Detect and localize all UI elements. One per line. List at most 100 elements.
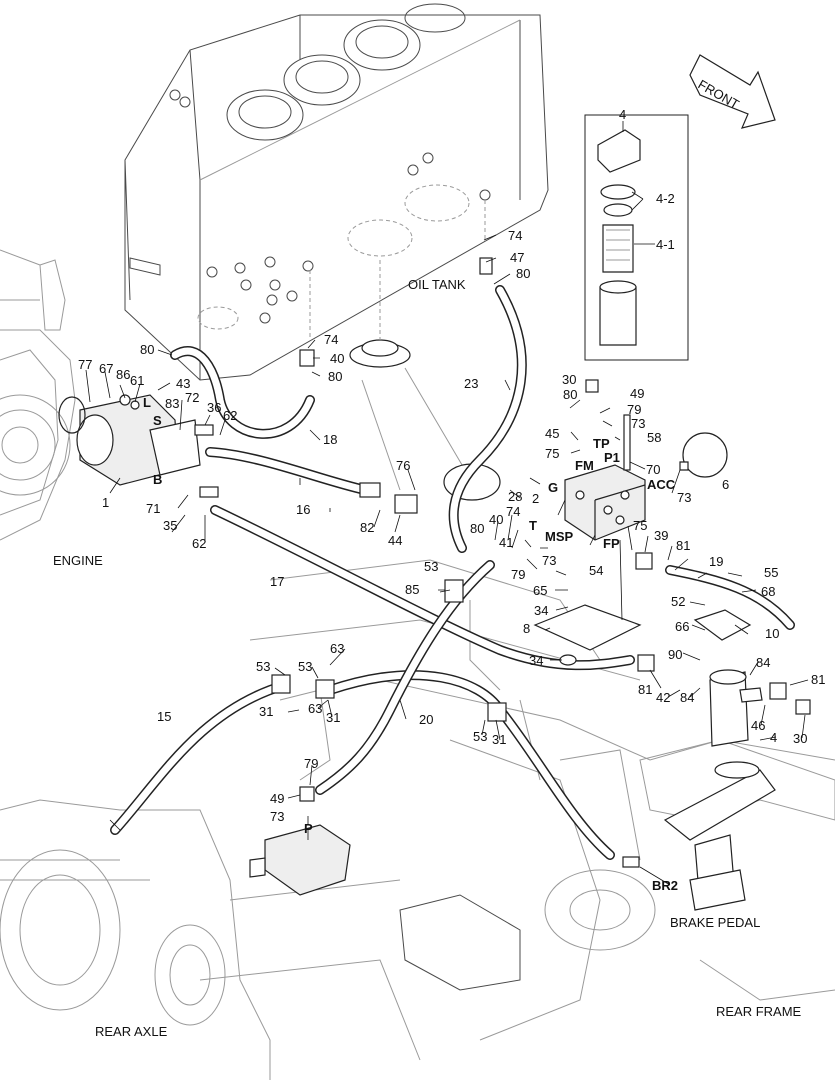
callout: 55 xyxy=(764,565,778,580)
callout: 80 xyxy=(470,521,484,536)
callout: 49 xyxy=(630,386,644,401)
caption-engine: ENGINE xyxy=(53,553,103,568)
callout: 65 xyxy=(533,583,547,598)
callout: 90 xyxy=(668,647,682,662)
callout: 42 xyxy=(656,690,670,705)
callout: 80 xyxy=(563,387,577,402)
callout: 30 xyxy=(562,372,576,387)
callout: 79 xyxy=(304,756,318,771)
callout: 45 xyxy=(545,426,559,441)
callout: 62 xyxy=(192,536,206,551)
callout: 10 xyxy=(765,626,779,641)
callout: 73 xyxy=(542,553,556,568)
bracket-plate xyxy=(533,604,752,666)
callout: 61 xyxy=(130,373,144,388)
callout: 4-1 xyxy=(656,237,675,252)
callout: 4 xyxy=(619,107,626,122)
callout: 84 xyxy=(756,655,770,670)
callout: 46 xyxy=(751,718,765,733)
callout: 74 xyxy=(324,332,338,347)
port-label-G: G xyxy=(548,480,558,495)
hoses xyxy=(110,285,795,860)
callout: 81 xyxy=(811,672,825,687)
callout: 81 xyxy=(638,682,652,697)
accumulator xyxy=(679,432,728,478)
callout: 75 xyxy=(633,518,647,533)
caption-oil-tank: OIL TANK xyxy=(408,277,466,292)
callout: 80 xyxy=(516,266,530,281)
caption-rear-axle: REAR AXLE xyxy=(95,1024,168,1039)
brake-valve xyxy=(249,824,351,896)
caption-rear-frame: REAR FRAME xyxy=(716,1004,802,1019)
callout: 40 xyxy=(330,351,344,366)
callout: 35 xyxy=(163,518,177,533)
callout: 84 xyxy=(680,690,694,705)
callout: 17 xyxy=(270,574,284,589)
callout: 4 xyxy=(770,730,777,745)
front-arrow xyxy=(689,54,776,129)
port-label-BR2: BR2 xyxy=(652,878,678,893)
callout: 75 xyxy=(545,446,559,461)
port-label-FM: FM xyxy=(575,458,594,473)
callout: 20 xyxy=(419,712,433,727)
callout: 54 xyxy=(589,563,603,578)
callout: 31 xyxy=(259,704,273,719)
callout: 18 xyxy=(323,432,337,447)
tank-fittings xyxy=(206,189,491,324)
callout: 2 xyxy=(532,491,539,506)
rear-axle-drawing xyxy=(0,799,271,1080)
port-label-T: T xyxy=(529,518,537,533)
callout: 79 xyxy=(627,402,641,417)
callout: 73 xyxy=(270,809,284,824)
callout: 86 xyxy=(116,367,130,382)
port-label-L: L xyxy=(143,395,151,410)
callout: 1 xyxy=(102,495,109,510)
port-label-P1: P1 xyxy=(604,450,620,465)
port-label-P: P xyxy=(304,821,313,836)
callout: 15 xyxy=(157,709,171,724)
port-label-MSP: MSP xyxy=(545,529,574,544)
callout: 83 xyxy=(165,396,179,411)
callout: 52 xyxy=(671,594,685,609)
callout: 80 xyxy=(140,342,154,357)
callout: 62 xyxy=(223,408,237,423)
callout: 76 xyxy=(396,458,410,473)
callout: 67 xyxy=(99,361,113,376)
port-label-S: S xyxy=(153,413,162,428)
engine-drawing xyxy=(0,249,76,541)
callout: 31 xyxy=(492,732,506,747)
callout: 74 xyxy=(506,504,520,519)
callout: 23 xyxy=(464,376,478,391)
callout: 53 xyxy=(473,729,487,744)
callout: 72 xyxy=(185,390,199,405)
callout: 74 xyxy=(508,228,522,243)
callout: 73 xyxy=(631,416,645,431)
callout: 36 xyxy=(207,400,221,415)
port-label-B: B xyxy=(153,472,162,487)
leader-lines xyxy=(85,121,809,886)
callout: 39 xyxy=(654,528,668,543)
callout: 77 xyxy=(78,357,92,372)
callout: 68 xyxy=(761,584,775,599)
callout: 31 xyxy=(326,710,340,725)
callout: 47 xyxy=(510,250,524,265)
callout: 66 xyxy=(675,619,689,634)
callout: 70 xyxy=(646,462,660,477)
callout: 28 xyxy=(508,489,522,504)
callout: 34 xyxy=(529,653,543,668)
brake-pedal-drawing xyxy=(663,761,776,911)
callout: 8 xyxy=(523,621,530,636)
port-label-ACC: ACC xyxy=(647,477,676,492)
callout: 80 xyxy=(328,369,342,384)
filter-assembly-detail xyxy=(584,114,689,361)
fittings xyxy=(194,257,811,868)
callout: 63 xyxy=(308,701,322,716)
callout: 30 xyxy=(793,731,807,746)
callout: 49 xyxy=(270,791,284,806)
callout: 82 xyxy=(360,520,374,535)
callout: 16 xyxy=(296,502,310,517)
callouts: 4 4-2 4-1 74 47 80 74 40 80 80 77 67 86 … xyxy=(78,107,825,824)
callout: 19 xyxy=(709,554,723,569)
callout: 79 xyxy=(511,567,525,582)
